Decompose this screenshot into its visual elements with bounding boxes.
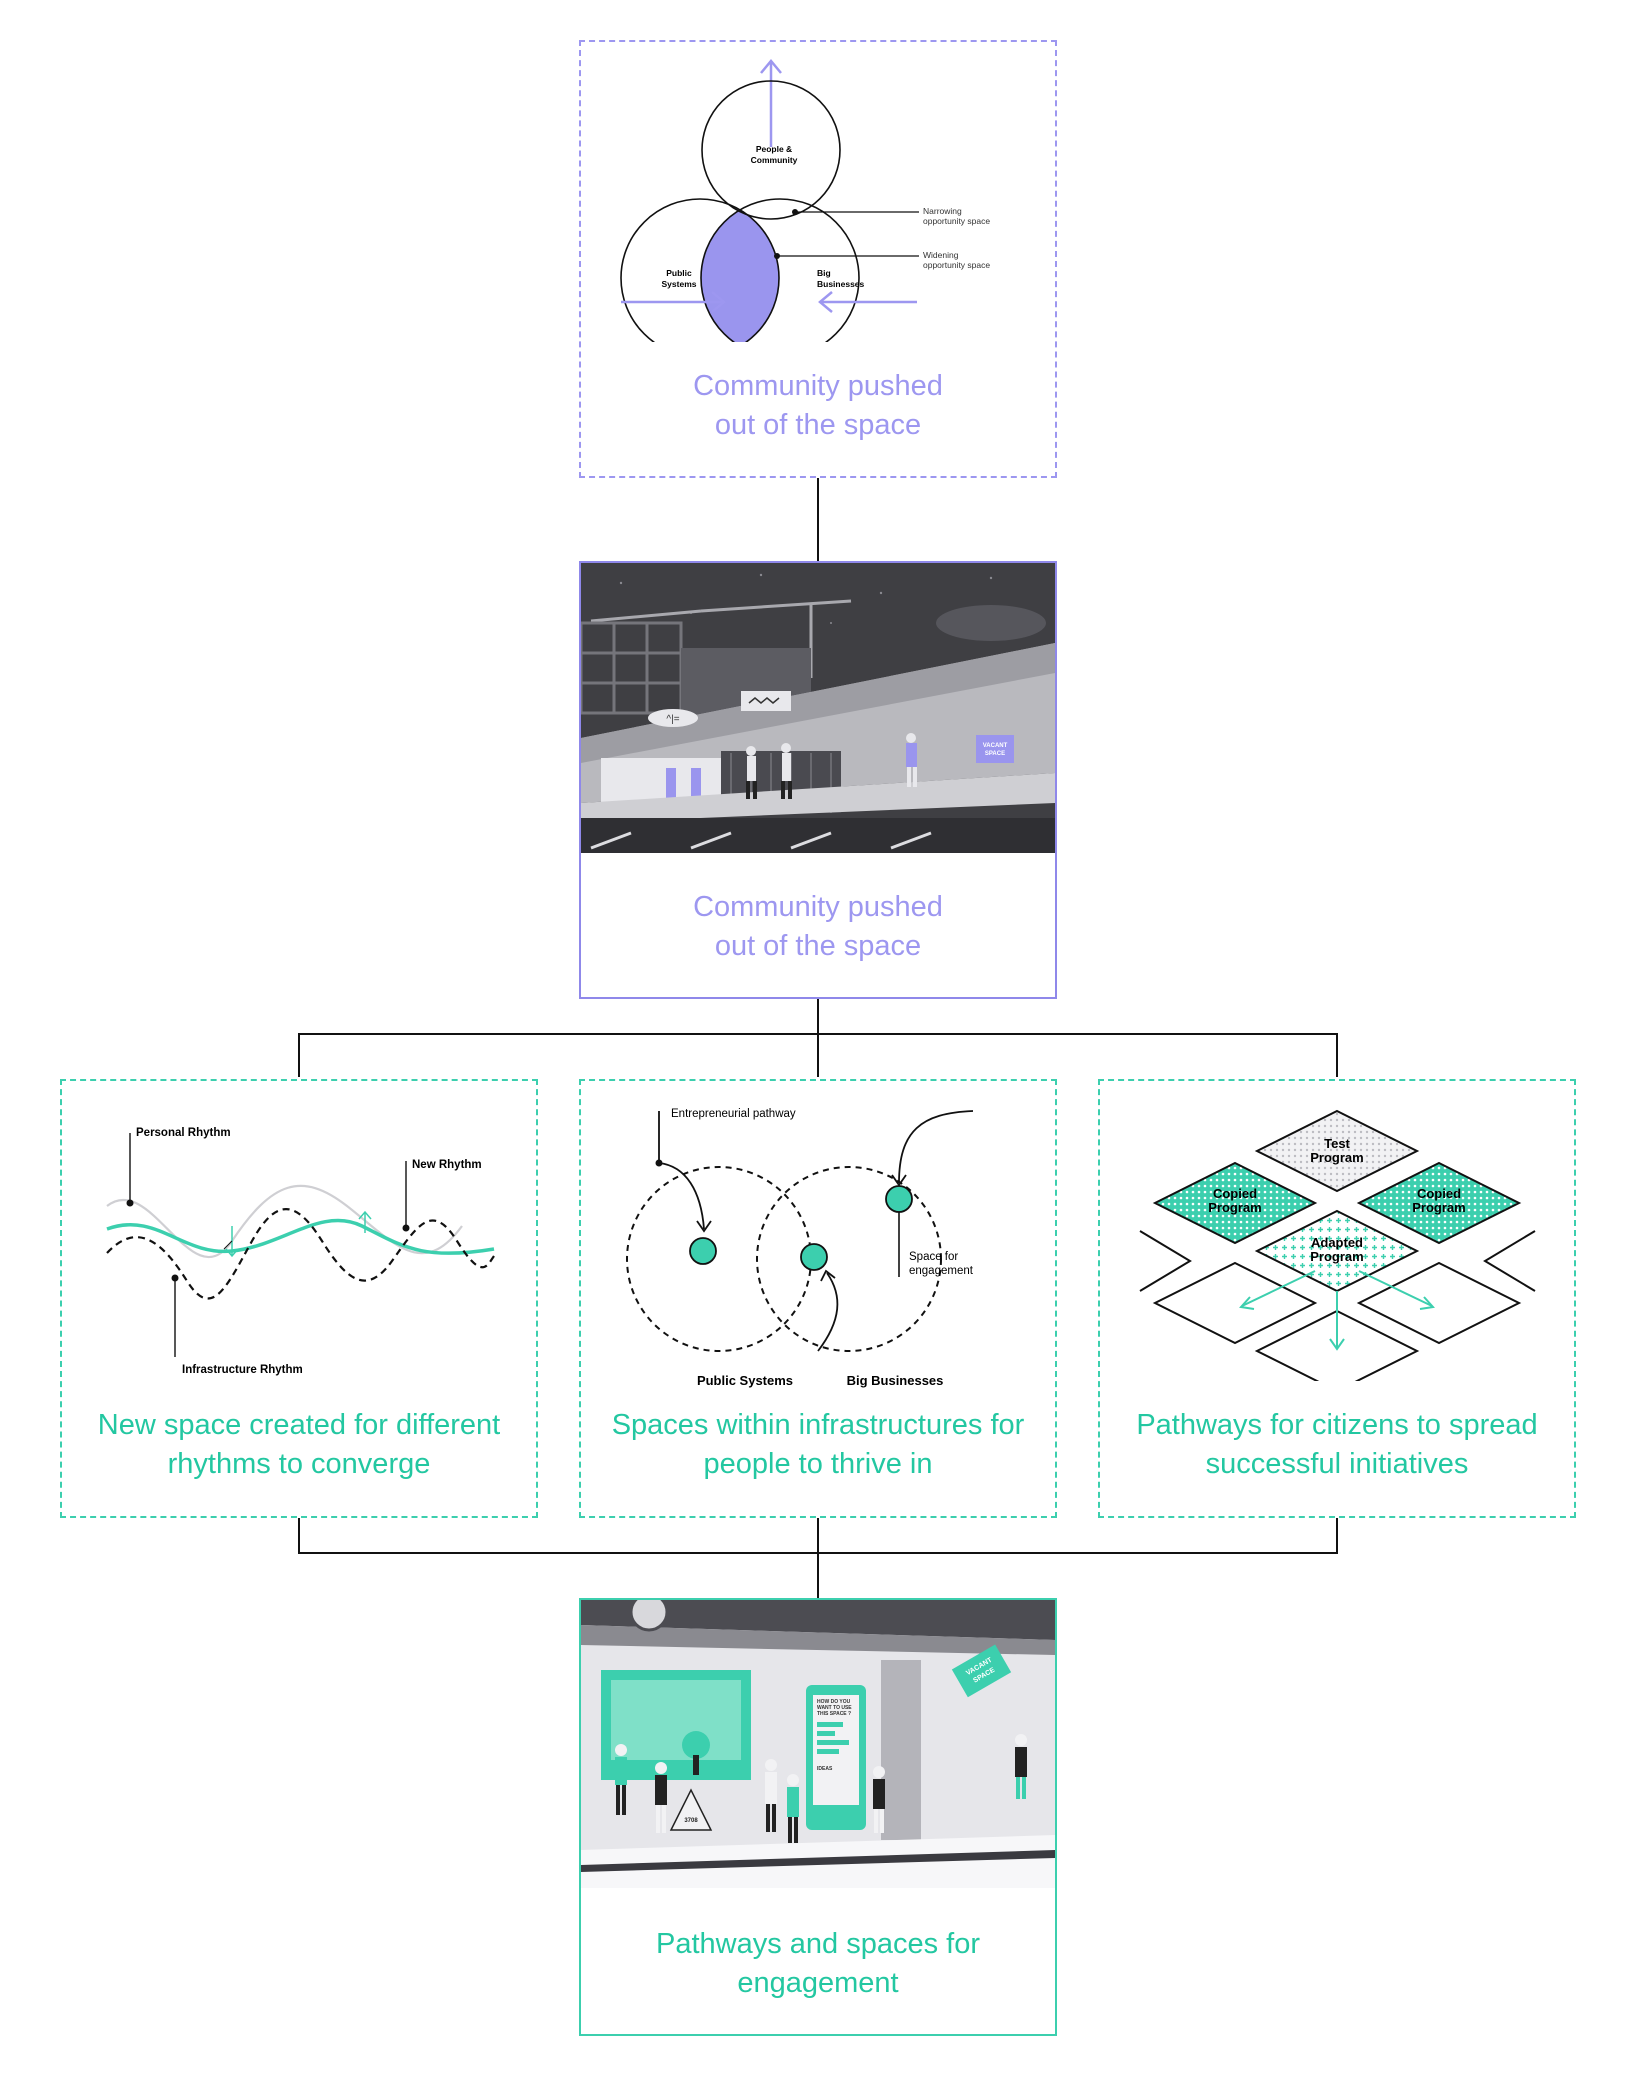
label-public-systems: Public Systems xyxy=(697,1373,793,1388)
circle-big-businesses-dashed xyxy=(756,1166,942,1352)
label-infrastructure-rhythm: Infrastructure Rhythm xyxy=(182,1364,303,1376)
caption-community-street: Community pushed out of the space xyxy=(693,891,943,962)
circle-big-businesses xyxy=(700,198,860,342)
engage-board: 3708 xyxy=(684,1818,698,1824)
label-entrepreneurial-pathway: Entrepreneurial pathway xyxy=(671,1108,796,1120)
street-store-sign: ^|= xyxy=(666,714,679,725)
label-people-community: People &Community xyxy=(751,144,798,165)
leader-narrowing-dot xyxy=(792,209,798,215)
connector-merge-horizontal xyxy=(298,1552,1338,1554)
caption-spaces: Spaces within infrastructures for people… xyxy=(611,1409,1025,1480)
label-new-rhythm: New Rhythm xyxy=(412,1159,482,1171)
left-arrow-head xyxy=(711,291,726,313)
caption-community-venn: Community pushed out of the space xyxy=(693,370,943,441)
caption-programs: Pathways for citizens to spread successf… xyxy=(1136,1409,1538,1480)
node-overlap xyxy=(800,1243,828,1271)
circle-people-community xyxy=(701,80,841,220)
tile-empty-right xyxy=(1356,1261,1522,1345)
circle-public-systems-dashed xyxy=(626,1166,812,1352)
connector-merge-mid xyxy=(817,1516,819,1598)
label-personal-rhythm: Personal Rhythm xyxy=(136,1127,231,1139)
connector-branch-left xyxy=(298,1033,300,1077)
new-rhythm-wave xyxy=(106,1218,495,1256)
leader-widening-dot xyxy=(774,253,780,259)
node-engagement xyxy=(885,1185,913,1213)
tile-test xyxy=(1254,1109,1420,1193)
caption-engagement: Pathways and spaces for engagement xyxy=(655,1928,980,1999)
connector-merge-right xyxy=(1336,1516,1338,1554)
up-arrow-head xyxy=(760,59,782,74)
kiosk-ideas: IDEAS xyxy=(817,1766,833,1772)
node-public xyxy=(689,1237,717,1265)
tile-copied-right xyxy=(1356,1161,1522,1245)
connector-street-stem xyxy=(817,996,819,1035)
infrastructure-rhythm-wave xyxy=(106,1208,495,1300)
card-rhythms: Personal Rhythm New Rhythm Infrastructur… xyxy=(60,1079,538,1518)
tile-empty-left xyxy=(1152,1261,1318,1345)
venn-overlap-fill xyxy=(701,199,779,342)
connector-merge-left xyxy=(298,1516,300,1554)
connector-branch-mid xyxy=(817,1033,819,1077)
caption-rhythms: New space created for different rhythms … xyxy=(97,1409,501,1480)
tile-copied-left xyxy=(1152,1161,1318,1245)
circle-public-systems xyxy=(620,198,780,342)
personal-rhythm-wave xyxy=(106,1184,463,1259)
connector-top-to-street xyxy=(817,478,819,561)
rhythm-diagram: Personal Rhythm New Rhythm Infrastructur… xyxy=(106,1127,495,1376)
connector-branch-right xyxy=(1336,1033,1338,1077)
label-big-businesses: Big Businesses xyxy=(847,1373,944,1388)
right-arrow-head xyxy=(818,291,833,313)
